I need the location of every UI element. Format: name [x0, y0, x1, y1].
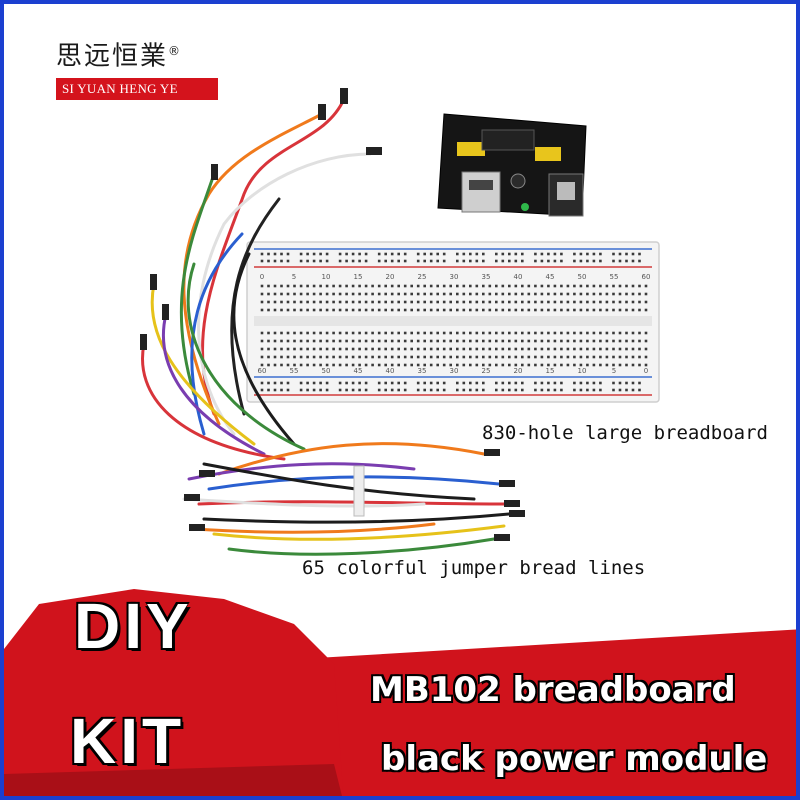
- title-banner-shape: [299, 629, 796, 796]
- jumper-caption: 65 colorful jumper bread lines: [302, 557, 646, 579]
- breadboard-top-number: 20: [386, 273, 395, 281]
- power-rail-jumper-right: [535, 147, 561, 161]
- breadboard-bottom-number: 45: [354, 367, 363, 375]
- breadboard-top-number: 5: [292, 273, 296, 281]
- breadboard-bottom-number: 20: [514, 367, 523, 375]
- breadboard-holes: [260, 252, 648, 392]
- registered-mark: ®: [168, 44, 183, 58]
- breadboard-caption: 830-hole large breadboard: [482, 422, 768, 444]
- jumper-pins: [140, 88, 525, 541]
- breadboard-bottom-number: 30: [450, 367, 459, 375]
- brand-chinese-name: 思远恒業: [56, 41, 169, 72]
- breadboard-top-number: 15: [354, 273, 363, 281]
- breadboard-top-number: 35: [482, 273, 491, 281]
- diy-label: DIY: [74, 590, 193, 662]
- product-title-line1: MB102 breadboard: [370, 670, 736, 710]
- breadboard-top-number: 55: [610, 273, 619, 281]
- power-module: [437, 113, 587, 217]
- breadboard-bottom-number: 55: [290, 367, 299, 375]
- product-title-line2: black power module: [381, 739, 768, 779]
- breadboard-top-numbers: 0 5 10 15 20 25 30 35 40 45 50 55 60: [260, 273, 651, 281]
- breadboard-top-number: 10: [322, 273, 331, 281]
- power-switch: [510, 173, 526, 189]
- power-led: [521, 203, 529, 211]
- breadboard-top-number: 0: [260, 273, 264, 281]
- jumper-wires: [141, 97, 511, 556]
- dc-jack: [548, 173, 584, 217]
- breadboard-bottom-number: 35: [418, 367, 427, 375]
- breadboard-top-number: 25: [418, 273, 427, 281]
- diy-banner-shape: [4, 589, 344, 796]
- breadboard-bottom-number: 60: [258, 367, 267, 375]
- bottom-banner: [4, 589, 796, 796]
- brand-english-name: SI YUAN HENG YE: [56, 77, 218, 100]
- usb-port: [461, 171, 501, 213]
- power-rail-jumper-left: [457, 142, 485, 156]
- breadboard-top-number: 30: [450, 273, 459, 281]
- breadboard-bottom-number: 50: [322, 367, 331, 375]
- breadboard-top-number: 45: [546, 273, 555, 281]
- breadboard-bottom-number: 5: [612, 367, 616, 375]
- breadboard-bottom-number: 10: [578, 367, 587, 375]
- brand-logo: 思远恒業® SI YUAN HENG YE: [56, 34, 218, 100]
- breadboard-top-number: 50: [578, 273, 587, 281]
- cable-tie: [353, 465, 365, 517]
- breadboard-bottom-number: 25: [482, 367, 491, 375]
- regulator: [481, 129, 535, 151]
- breadboard-bottom-number: 15: [546, 367, 555, 375]
- breadboard-bottom-number: 0: [644, 367, 648, 375]
- kit-label: KIT: [70, 705, 186, 777]
- breadboard-bottom-number: 40: [386, 367, 395, 375]
- breadboard-top-number: 60: [642, 273, 651, 281]
- breadboard-top-number: 40: [514, 273, 523, 281]
